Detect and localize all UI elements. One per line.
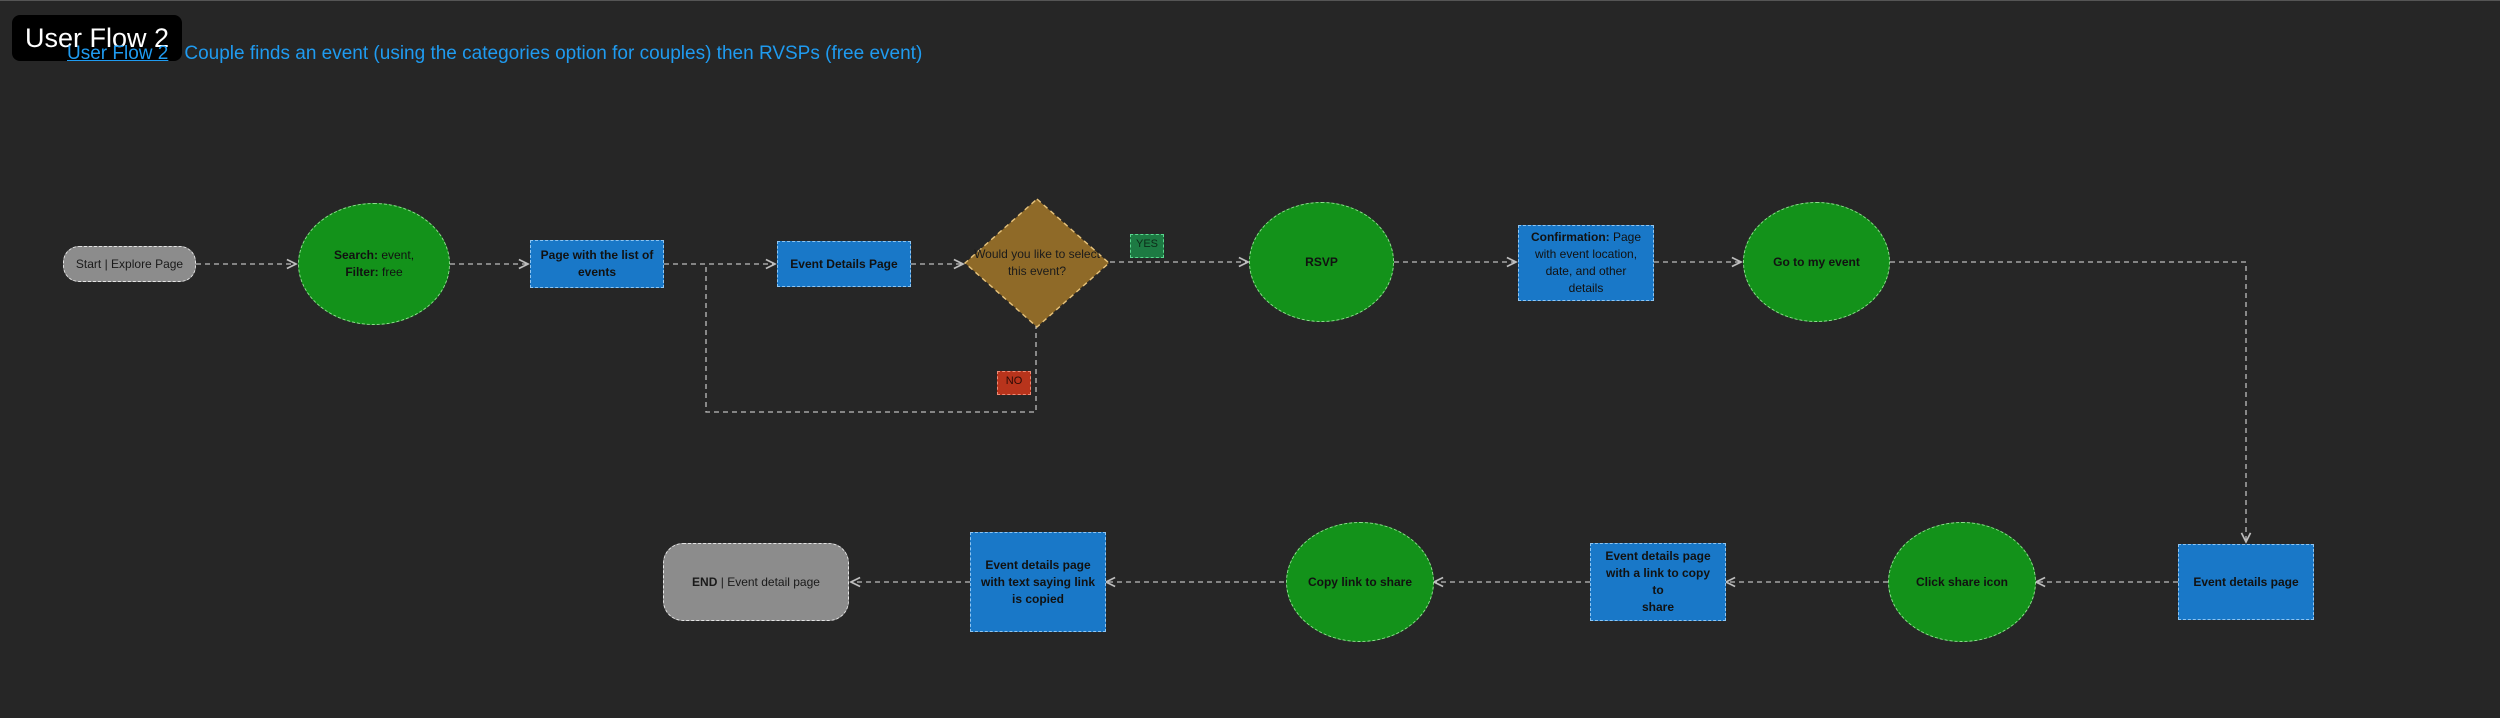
search-node[interactable]: Search: event, Filter: free — [298, 203, 450, 325]
click-share-label: Click share icon — [1915, 574, 2009, 589]
flow-heading: User Flow 2 Couple finds an event (using … — [67, 43, 922, 67]
rsvp-label: RSVP — [1305, 254, 1338, 269]
list-page-line2: events — [577, 265, 617, 279]
share-link-line1: Event details page — [1605, 549, 1711, 563]
go-to-my-event-label: Go to my event — [1773, 254, 1860, 269]
edge-no-loop — [705, 264, 1037, 413]
confirmation-node[interactable]: Confirmation: Page with event location, … — [1518, 225, 1654, 301]
copied-line1: Event details page — [985, 557, 1091, 572]
share-link-line2: with a link to copy to — [1605, 566, 1710, 597]
event-details-label: Event Details Page — [790, 256, 898, 271]
event-details-node[interactable]: Event Details Page — [777, 241, 911, 287]
end-separator: | — [720, 574, 724, 589]
flow-heading-link[interactable]: User Flow 2 — [67, 43, 169, 64]
flow-heading-description: Couple finds an event (using the categor… — [184, 43, 923, 64]
go-to-my-event-node[interactable]: Go to my event — [1743, 202, 1890, 322]
search-bold: Search: — [333, 248, 378, 262]
end-node[interactable]: END | Event detail page — [663, 543, 849, 621]
start-node[interactable]: Start | Explore Page — [63, 246, 196, 282]
confirmation-line1-rest: Page — [1609, 230, 1641, 244]
start-separator: | — [104, 256, 108, 271]
event-details-page-node[interactable]: Event details page — [2178, 544, 2314, 620]
confirmation-bold: Confirmation: — [1530, 230, 1610, 244]
share-link-page-node[interactable]: Event details page with a link to copy t… — [1590, 543, 1726, 621]
confirmation-line3: date, and other details — [1545, 264, 1627, 295]
copied-line2: with text saying link — [980, 574, 1096, 589]
end-bold: END — [692, 574, 718, 589]
start-label: Explore Page — [111, 256, 184, 271]
confirmation-line2: with event location, — [1534, 247, 1638, 261]
search-value: event, — [378, 248, 415, 262]
decision-line3: this event? — [1007, 264, 1067, 278]
edge-goevent-details2 — [1890, 261, 2246, 542]
click-share-node[interactable]: Click share icon — [1888, 522, 2036, 642]
decision-text: Would you like to select this event? — [964, 198, 1110, 328]
decision-line2: like to select — [1033, 247, 1100, 261]
rsvp-node[interactable]: RSVP — [1249, 202, 1394, 322]
event-details-page-label: Event details page — [2193, 574, 2299, 589]
copied-line3: is copied — [1011, 591, 1064, 606]
copy-link-node[interactable]: Copy link to share — [1286, 522, 1434, 642]
filter-bold: Filter: — [345, 265, 379, 279]
decision-node[interactable]: Would you like to select this event? — [963, 198, 1111, 328]
share-link-line3: share — [1641, 600, 1675, 614]
top-border — [0, 0, 2500, 1]
decision-diamond-shape — [963, 198, 1111, 328]
list-page-node[interactable]: Page with the list of events — [530, 240, 664, 288]
start-bold: Start — [75, 256, 102, 271]
end-label: Event detail page — [727, 574, 820, 589]
list-page-line1: Page with the list of — [540, 248, 654, 262]
yes-label[interactable]: YES — [1130, 234, 1164, 258]
link-copied-page-node[interactable]: Event details page with text saying link… — [970, 532, 1106, 632]
decision-line1: Would you — [974, 247, 1031, 261]
frame-title-badge[interactable]: User Flow 2 — [12, 15, 183, 61]
filter-value: free — [378, 265, 403, 279]
no-label[interactable]: NO — [997, 371, 1031, 395]
copy-link-label: Copy link to share — [1307, 574, 1413, 589]
